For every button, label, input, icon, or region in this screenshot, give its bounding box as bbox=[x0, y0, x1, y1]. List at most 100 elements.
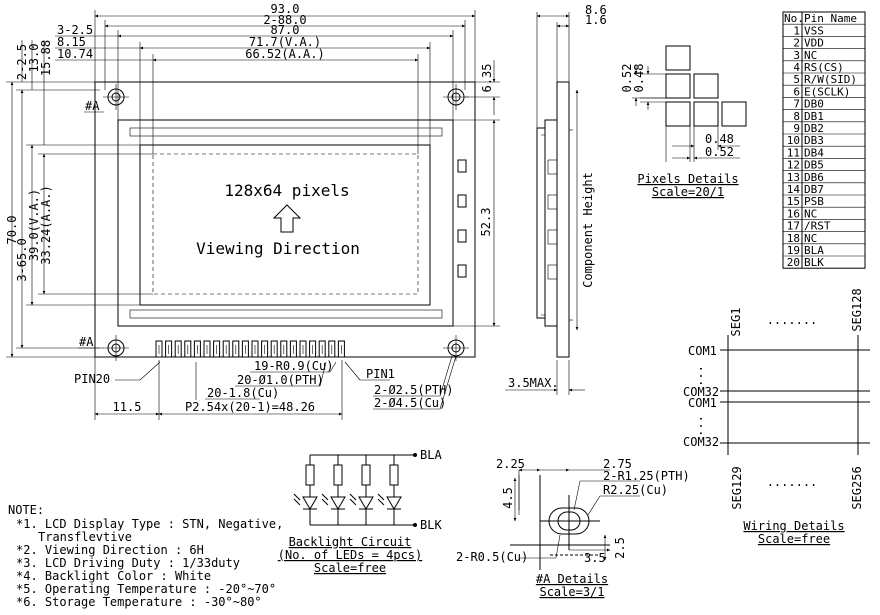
backlight-title: Backlight Circuit bbox=[289, 535, 412, 549]
pin-number: 4 bbox=[793, 61, 800, 74]
pin-name: BLK bbox=[804, 256, 824, 269]
dim-6-35: 6.35 bbox=[480, 64, 494, 93]
pin-number: 20 bbox=[787, 256, 800, 269]
pin-number: 9 bbox=[793, 122, 800, 135]
pin-table-header-name: Pin Name bbox=[804, 12, 857, 25]
pin-number: 2 bbox=[793, 37, 800, 50]
component-height-label: Component Height bbox=[581, 172, 595, 288]
dim-1-6: 1.6 bbox=[585, 13, 607, 27]
backlight-circuit: BLA BLK Backlight Circuit (No. of LEDs =… bbox=[278, 448, 443, 575]
pin-number: 13 bbox=[787, 171, 800, 184]
dim-93: 93.0 bbox=[271, 2, 300, 16]
bla-label: BLA bbox=[420, 448, 442, 462]
blk-label: BLK bbox=[420, 518, 442, 532]
pixel-details-scale: Scale=20/1 bbox=[652, 185, 724, 199]
viewing-area bbox=[139, 144, 431, 306]
pin-name: DB6 bbox=[804, 171, 824, 184]
dim-39: 39.0(V.A.) bbox=[27, 189, 41, 261]
pin-pad bbox=[165, 340, 173, 358]
note-line-1b: Transflevtive bbox=[38, 530, 132, 544]
pin-pad bbox=[241, 340, 249, 358]
pin-name: RS(CS) bbox=[804, 61, 844, 74]
viewing-arrow-icon bbox=[272, 204, 302, 233]
dim-52-3: 52.3 bbox=[479, 208, 493, 237]
pin1-label: PIN1 bbox=[366, 367, 395, 381]
pin-name: NC bbox=[804, 49, 817, 62]
pin-header bbox=[155, 340, 345, 358]
pin-name: VDD bbox=[804, 37, 824, 50]
pin-name: DB1 bbox=[804, 110, 824, 123]
seg129-label: SEG129 bbox=[730, 466, 744, 509]
dim-2-5: 2.5 bbox=[613, 537, 627, 559]
pin-pad bbox=[299, 340, 307, 358]
detail-a-title: #A Details bbox=[536, 572, 608, 586]
dim-8-15: 8.15 bbox=[57, 35, 86, 49]
dim-3-65: 3-65.0 bbox=[15, 238, 29, 281]
pin-number: 14 bbox=[787, 183, 801, 196]
dim-mh-pth: 2-Ø2.5(PTH) bbox=[374, 383, 453, 397]
pin-name: DB0 bbox=[804, 98, 824, 111]
dim-0-48-v: 0.48 bbox=[632, 64, 646, 93]
dim-r1-25: 2-R1.25(PTH) bbox=[603, 469, 690, 483]
dim-3-5: 3.5 bbox=[584, 551, 606, 565]
pin-name: DB2 bbox=[804, 122, 824, 135]
pin-number: 12 bbox=[787, 159, 800, 172]
pin-pad bbox=[222, 340, 230, 358]
dim-r0-5: 2-R0.5(Cu) bbox=[456, 550, 528, 564]
dim-15-88: 15.88 bbox=[39, 40, 53, 76]
dim-2-75: 2.75 bbox=[603, 457, 632, 471]
viewing-direction-label: Viewing Direction bbox=[196, 239, 360, 258]
dim-13: 13.0 bbox=[27, 44, 41, 73]
resolution-label: 128x64 pixels bbox=[224, 181, 349, 200]
pin-number: 6 bbox=[793, 85, 800, 98]
dim-0-52-v: 0.52 bbox=[620, 64, 634, 93]
pin-pad bbox=[184, 340, 192, 358]
com1-a-label: COM1 bbox=[688, 344, 717, 358]
dim-0-52-h: 0.52 bbox=[705, 145, 734, 159]
com32-a-label: COM32 bbox=[683, 385, 719, 399]
dim-pitch: P2.54x(20-1)=48.26 bbox=[185, 400, 315, 414]
side-glass bbox=[536, 127, 546, 319]
note-line-3: *3. LCD Driving Duty : 1/33duty bbox=[16, 556, 240, 570]
pin-name: NC bbox=[804, 207, 817, 220]
pin-number: 18 bbox=[787, 232, 800, 245]
detail-a-scale: Scale=3/1 bbox=[539, 585, 604, 599]
blk-node bbox=[413, 523, 417, 527]
side-view: 8.6 1.6 Component Height 3.5MAX. bbox=[505, 3, 607, 395]
dim-pth: 20-Ø1.0(PTH) bbox=[237, 373, 324, 387]
dim-33-24: 33.24(A.A.) bbox=[39, 185, 53, 264]
notes-title: NOTE: bbox=[8, 503, 44, 517]
pin-name: E(SCLK) bbox=[804, 85, 850, 98]
backlight-subtitle: (No. of LEDs = 4pcs) bbox=[278, 548, 423, 562]
pin-name: DB3 bbox=[804, 134, 824, 147]
wiring-dots-bottom: ....... bbox=[767, 475, 818, 489]
dim-11-5: 11.5 bbox=[113, 400, 142, 414]
front-view: 128x64 pixels Viewing Direction 93.0 2-8… bbox=[5, 2, 500, 420]
pin-table-header-no: No. bbox=[784, 12, 804, 25]
pixel-details-title: Pixels Details bbox=[637, 172, 738, 186]
note-line-4: *4. Backlight Color : White bbox=[16, 569, 211, 583]
pin-pad bbox=[337, 340, 345, 358]
wiring-details: SEG1 SEG128 ....... COM1 ... COM32 COM1 … bbox=[683, 288, 870, 546]
note-line-5: *5. Operating Temperature : -20°~70° bbox=[16, 582, 276, 596]
side-connectors bbox=[457, 159, 467, 278]
pin-pad bbox=[203, 340, 211, 358]
pin-pad bbox=[193, 340, 201, 358]
dim-4-5: 4.5 bbox=[501, 487, 515, 509]
dim-88: 2-88.0 bbox=[263, 13, 306, 27]
pin-name: DB5 bbox=[804, 159, 824, 172]
com1-b-label: COM1 bbox=[688, 396, 717, 410]
pin-number: 11 bbox=[787, 146, 800, 159]
pin-pad bbox=[213, 340, 221, 358]
dim-2-2-5: 2-2.5 bbox=[15, 44, 29, 80]
seg128-label: SEG128 bbox=[850, 288, 864, 331]
pin-name: PSB bbox=[804, 195, 824, 208]
dim-pad-radius: 19-R0.9(Cu) bbox=[254, 359, 333, 373]
pin-pad bbox=[232, 340, 240, 358]
pin-number: 3 bbox=[793, 49, 800, 62]
dim-71-7: 71.7(V.A.) bbox=[249, 35, 321, 49]
pin-pad bbox=[270, 340, 278, 358]
pin-table-frame bbox=[782, 11, 866, 269]
